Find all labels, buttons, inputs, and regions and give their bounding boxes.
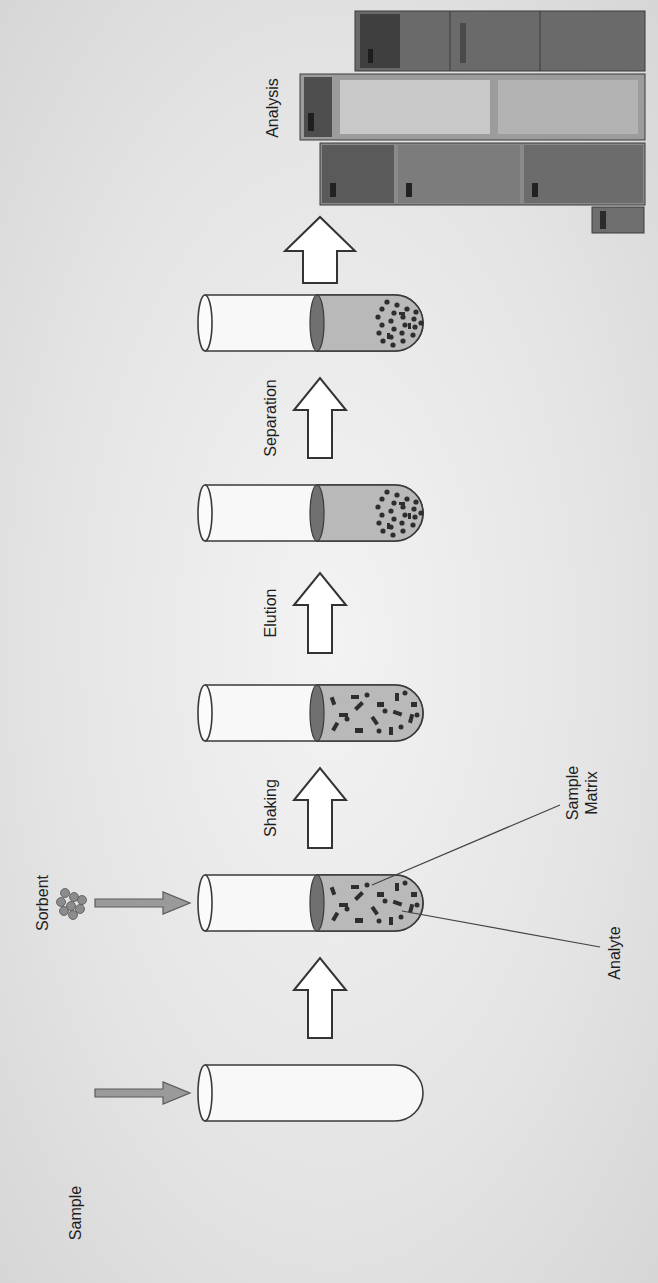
test-tube	[198, 485, 424, 541]
process-arrow	[294, 573, 346, 653]
addition-arrow	[95, 892, 190, 914]
step-label: Shaking	[261, 758, 280, 858]
test-tube	[198, 295, 424, 351]
leader-line	[402, 911, 600, 947]
step-label: Sample	[66, 1173, 85, 1253]
step-label: Analyte	[605, 913, 624, 993]
process-arrow	[294, 378, 346, 458]
step-label: Sorbent	[33, 858, 52, 948]
addition-arrow	[95, 1082, 190, 1104]
analysis-instrument	[300, 11, 645, 233]
sorbent-beads	[57, 889, 87, 920]
step-label: Analysis	[263, 53, 282, 163]
step-label: Separation	[261, 358, 280, 478]
step-label: Sample Matrix	[563, 758, 601, 828]
process-arrow	[294, 768, 346, 848]
process-arrow	[294, 958, 346, 1038]
leader-line	[372, 805, 560, 885]
test-tube	[198, 685, 423, 741]
step-label: Elution	[261, 563, 280, 663]
test-tube	[198, 875, 423, 931]
test-tube	[198, 1065, 423, 1121]
process-arrow	[285, 217, 355, 283]
